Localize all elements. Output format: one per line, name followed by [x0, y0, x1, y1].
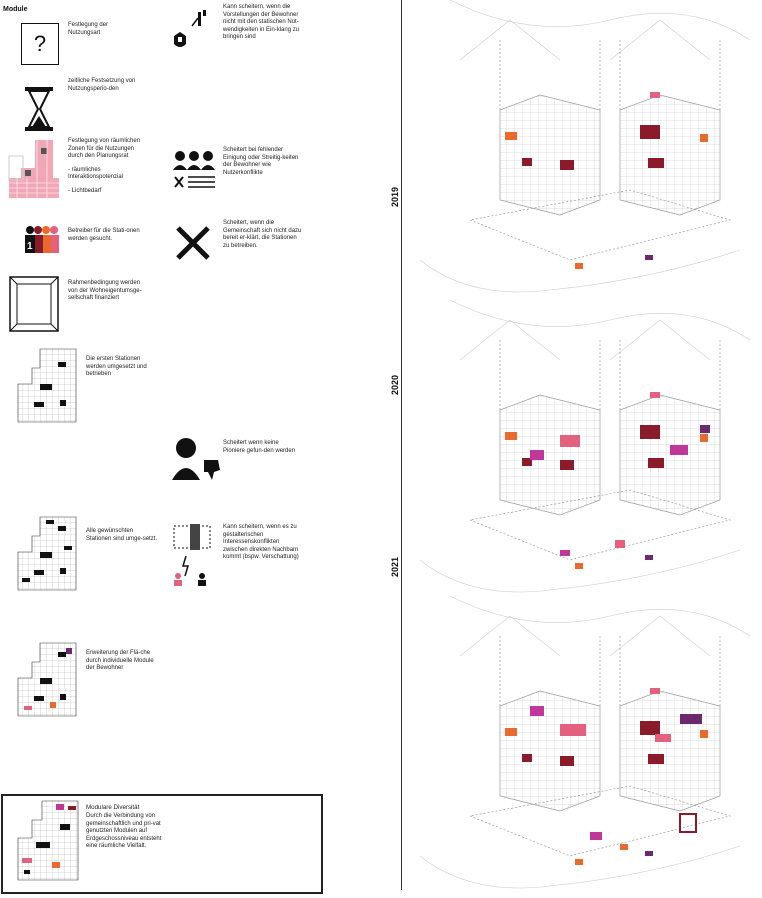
module-text-3-sub1: - räumliches Interaktionspotenzial [68, 166, 124, 181]
module-text-3-main: Festlegung von räumlichen Zonen für die … [68, 138, 141, 159]
risk-text-5: Kann scheitern, wenn es zu gestalterisch… [223, 524, 299, 560]
axonometric-block-2021 [419, 595, 751, 889]
operator-badge-number: 1 [27, 241, 33, 252]
module-text-8: Erweiterung der Flä-che durch individuel… [86, 650, 154, 671]
module-text-3-sub2: - Lichtbedarf [68, 187, 102, 194]
framework-frame-icon [9, 276, 59, 332]
year-label-2019: 2019 [390, 186, 400, 207]
operators-people-icon: 1 [25, 226, 59, 253]
cross-icon [176, 226, 210, 260]
risk-text-4: Scheitert wenn keine Pioniere gefun-den … [223, 440, 296, 454]
hourglass-icon [25, 87, 53, 131]
module-text-7: Alle gewünschten Stationen sind umge-set… [86, 528, 158, 542]
module-text-4: Betreiber für die Stati-onen werden gesu… [68, 228, 140, 242]
final-title: Modulare Diversität [86, 804, 140, 811]
module-text-2: zeitliche Festsetzung von Nutzungsperio-… [68, 78, 136, 92]
question-box: ? [21, 23, 59, 65]
module-text-5: Rahmenbedingung werden von der Wohneigen… [68, 280, 142, 301]
module-text-6: Die ersten Stationen werden umgesetzt un… [86, 356, 147, 377]
risk-text-1: Kann scheitern, wenn die Vorstellungen d… [223, 4, 300, 40]
thumbs-down-person-icon [172, 438, 220, 480]
diversity-grid [17, 800, 79, 881]
timeline-divider [401, 0, 402, 890]
year-label-2020: 2020 [390, 374, 400, 395]
all-stations-grid [17, 516, 77, 591]
module-header: Module [3, 6, 28, 13]
year-label-2021: 2021 [390, 556, 400, 577]
final-text: Durch die Verbindung von gemeinschaftlic… [86, 813, 162, 849]
module-text-1: Festlegung der Nutzungsart [68, 22, 109, 36]
module-text-3: Festlegung von räumlichen Zonen für die … [68, 138, 150, 195]
risk-text-2: Scheitert bei fehlender Einigung oder St… [223, 147, 299, 176]
risk-text-3: Scheitert, wenn die Gemeinschaft sich ni… [223, 220, 302, 249]
axonometric-block-2020 [419, 299, 751, 593]
people-conflict-icon [173, 151, 215, 188]
neighbor-conflict-icon [173, 524, 211, 586]
first-stations-grid [17, 348, 77, 423]
expansion-grid [17, 642, 77, 717]
statics-crane-icon [174, 10, 206, 47]
axonometric-drawings [419, 0, 751, 889]
zone-plan-grid [8, 140, 59, 198]
axonometric-block-2019 [419, 0, 751, 293]
question-symbol: ? [33, 31, 47, 56]
modular-diversity-box [1, 794, 323, 894]
